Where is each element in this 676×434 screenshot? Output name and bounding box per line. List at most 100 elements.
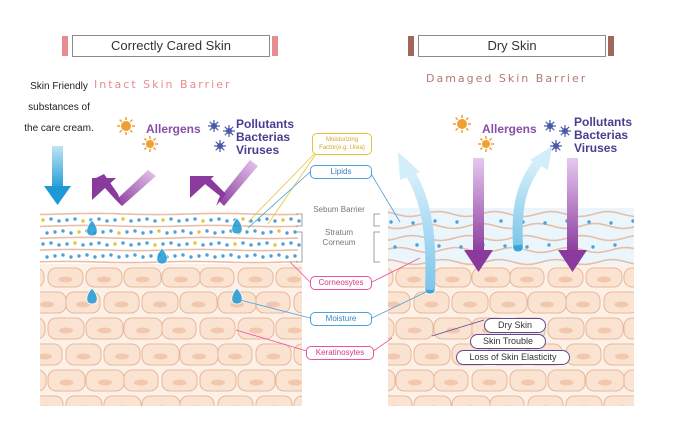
lipid-dot <box>185 218 189 222</box>
cell-nucleus <box>634 380 648 386</box>
lipid-dot <box>543 221 547 225</box>
lipid-dot <box>133 253 137 257</box>
cell-nucleus <box>192 353 206 360</box>
connector-lines <box>235 147 485 353</box>
stratum-corneum-line <box>40 212 299 216</box>
cell-nucleus <box>210 327 225 334</box>
cell-nucleus <box>287 276 301 283</box>
title-cap-right-end <box>608 36 614 56</box>
lipid-dot <box>169 241 173 245</box>
allergen-sun-icon <box>478 136 494 152</box>
stratum-corneum-line <box>388 258 634 266</box>
lipid-dot <box>129 219 133 223</box>
keratinocyte-cell <box>293 395 302 406</box>
lipid-dot <box>455 220 459 224</box>
lipid-dot <box>65 242 69 246</box>
stratum-corneum-line-2: Corneum <box>322 238 356 247</box>
keratinocyte-cell <box>388 317 395 340</box>
cell-nucleus <box>135 276 150 283</box>
lipid-dot <box>117 255 121 259</box>
lipid-dot <box>129 243 133 247</box>
lipid-dot <box>289 217 293 221</box>
dry-skin-pill: Dry Skin <box>484 318 546 333</box>
lipid-dot <box>177 219 181 223</box>
lipid-dot <box>101 230 105 234</box>
cell-nucleus <box>390 405 398 406</box>
care-cream-note-line-1: Skin Friendly <box>30 81 88 92</box>
keratinocyte-cell <box>103 395 142 406</box>
skin-trouble-pill: Skin Trouble <box>470 334 546 349</box>
lipid-dot <box>137 218 141 222</box>
virus-icon <box>214 140 226 152</box>
lipid-dot <box>499 219 503 223</box>
keratinocyte-cell <box>565 395 603 406</box>
moisture-escape-arrow-left <box>398 152 436 291</box>
stratum-corneum-line <box>40 248 299 252</box>
corneosytes-label: Corneosytes <box>310 276 372 290</box>
cell-nucleus <box>484 276 498 283</box>
cell-nucleus <box>424 301 439 308</box>
lipid-dot <box>185 242 189 246</box>
cell-nucleus <box>172 327 186 334</box>
cell-nucleus <box>615 353 629 360</box>
cell-nucleus <box>191 301 206 308</box>
lipid-dot <box>433 219 437 223</box>
cell-nucleus <box>266 301 280 308</box>
keratinocyte-cell <box>40 318 46 339</box>
keratinocyte-cell <box>40 369 47 392</box>
lipid-dot <box>109 253 113 257</box>
lipid-dot <box>61 229 65 233</box>
moisturizing-factor-line-2: Factor(e.g. Urea) <box>319 145 365 151</box>
cell-nucleus <box>80 405 88 406</box>
keratinocyte-cell <box>623 369 634 392</box>
keratinocyte-cell <box>65 395 103 406</box>
lipid-dot <box>161 242 165 246</box>
keratinocyte-cell <box>527 395 564 406</box>
lipid-dot <box>105 243 109 247</box>
lipid-dot <box>145 241 149 245</box>
allergen-sun-icon <box>142 136 158 152</box>
allergens-label-left: Allergens <box>146 122 201 136</box>
cell-nucleus <box>58 276 73 283</box>
cell-nucleus <box>157 405 165 406</box>
moisturizing-factor-dot <box>277 229 281 233</box>
keratinocyte-cell <box>603 395 634 406</box>
lipid-dot <box>261 231 265 235</box>
keratinocyte-cell <box>623 267 634 288</box>
lipid-dot <box>245 230 249 234</box>
care-cream-note-line-2: substances of <box>28 102 90 113</box>
pollutant-penetrate-arrow <box>558 158 587 272</box>
pollutants-label-right: Pollutants Bacterias Viruses <box>574 116 632 155</box>
stratum-corneum-label: Stratum Corneum <box>304 228 374 248</box>
lipid-dot <box>217 241 221 245</box>
cell-nucleus <box>98 379 112 386</box>
lipid-dot <box>125 230 129 234</box>
lipid-dot <box>587 220 591 224</box>
viruses-text-right: Viruses <box>574 141 618 155</box>
allergens-label-right: Allergens <box>482 122 537 136</box>
keratinocyte-cell <box>388 395 413 406</box>
virus-icon <box>559 125 571 137</box>
lipid-dot <box>411 221 415 225</box>
moisture-droplet <box>156 247 168 265</box>
intact-barrier-label: Intact Skin Barrier <box>94 78 232 91</box>
lipid-dot <box>613 243 617 247</box>
stratum-corneum-line-1: Stratum <box>324 228 353 237</box>
lipid-dot <box>45 255 49 259</box>
lipid-dot <box>261 255 265 259</box>
virus-icon <box>544 120 556 132</box>
allergen-penetrate-arrow <box>464 158 493 272</box>
lipid-dot <box>121 241 125 245</box>
lipid-dot <box>197 254 201 258</box>
keratinocyte-cell <box>451 395 491 406</box>
lipid-dot <box>181 229 185 233</box>
cell-nucleus <box>59 379 74 386</box>
virus-icon <box>223 125 235 137</box>
bacterias-text-right: Bacterias <box>574 128 629 142</box>
cell-nucleus <box>597 327 612 334</box>
viruses-text-left: Viruses <box>236 143 280 157</box>
lipid-dot <box>205 253 209 257</box>
lipid-dot <box>97 217 101 221</box>
cell-nucleus <box>21 328 35 334</box>
